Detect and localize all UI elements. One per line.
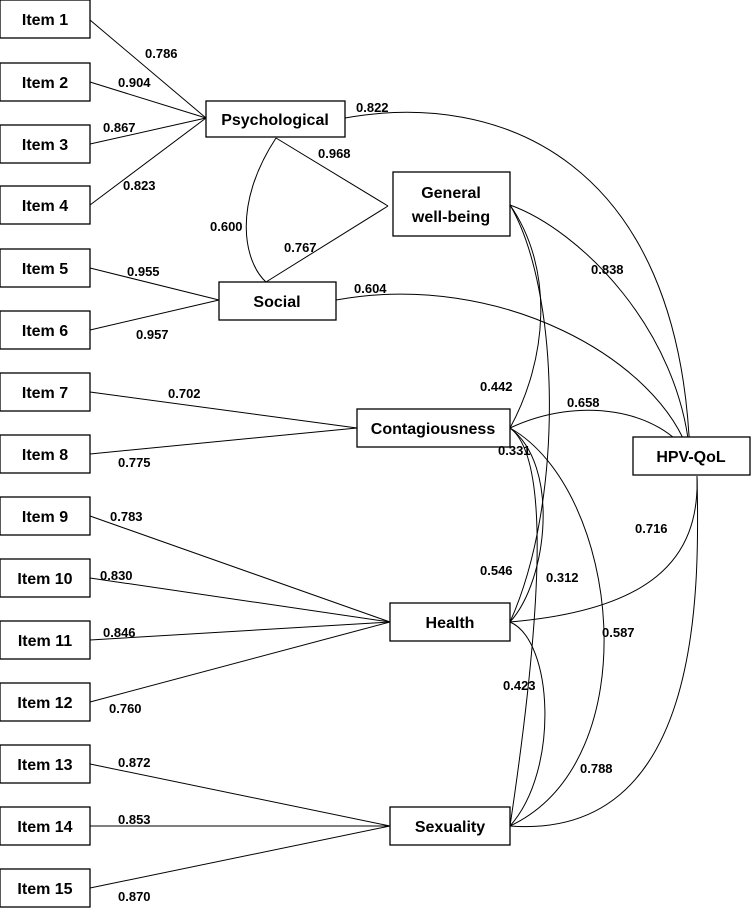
item-box: Item 11 [0, 620, 91, 660]
item-label: Item 6 [22, 323, 68, 340]
item-box: Item 6 [0, 310, 91, 350]
factor-coefficient-labels: 0.822 0.968 0.600 0.767 0.838 0.604 0.44… [210, 100, 668, 776]
loading-general-wellbeing: 0.838 [591, 262, 624, 277]
item-label: Item 1 [22, 12, 68, 29]
factor-boxes: Psychological General well-being Social … [205, 100, 751, 846]
loading-social: 0.604 [354, 281, 387, 296]
psychological-label: Psychological [221, 112, 329, 129]
loading-item-2: 0.904 [118, 75, 151, 90]
item-label: Item 12 [17, 695, 72, 712]
loading-item-14: 0.853 [118, 812, 151, 827]
item-box: Item 14 [0, 806, 91, 846]
general-wellbeing-label-line2: well-being [411, 209, 490, 226]
item-label: Item 14 [17, 819, 72, 836]
contagiousness-factor: Contagiousness [356, 408, 511, 448]
item-box: Item 9 [0, 496, 91, 536]
social-label: Social [253, 294, 300, 311]
loading-item-1: 0.786 [145, 46, 178, 61]
general-wellbeing-factor: General well-being [392, 171, 511, 237]
corr-general-health: 0.546 [480, 563, 513, 578]
item-box: Item 1 [0, 0, 91, 39]
loading-item-7: 0.702 [168, 386, 201, 401]
loading-health: 0.716 [635, 521, 668, 536]
item-box: Item 4 [0, 185, 91, 225]
item-label: Item 3 [22, 137, 68, 154]
psychological-factor: Psychological [205, 100, 346, 138]
social-factor: Social [218, 281, 337, 321]
item-label: Item 5 [22, 261, 68, 278]
item-label: Item 15 [17, 881, 72, 898]
hpv-qol-label: HPV-QoL [656, 449, 726, 466]
health-label: Health [426, 615, 475, 632]
contagiousness-label: Contagiousness [371, 421, 496, 438]
item-edges [89, 19, 391, 889]
loading-item-11: 0.846 [103, 625, 136, 640]
item-loading-labels: 0.786 0.904 0.867 0.823 0.955 0.957 0.70… [100, 46, 201, 904]
item-box: Item 2 [0, 62, 91, 102]
item-label: Item 4 [22, 198, 68, 215]
loading-item-8: 0.775 [118, 455, 151, 470]
corr-contagiousness-sexuality-outer: 0.587 [602, 625, 635, 640]
loading-item-5: 0.955 [127, 264, 160, 279]
item-box: Item 3 [0, 124, 91, 164]
loading-item-9: 0.783 [110, 509, 143, 524]
item-label: Item 2 [22, 75, 68, 92]
item-label: Item 11 [18, 633, 72, 650]
item-box: Item 15 [0, 868, 91, 908]
item-label: Item 8 [22, 447, 68, 464]
sexuality-factor: Sexuality [389, 806, 511, 846]
item-label: Item 7 [22, 385, 68, 402]
sexuality-label: Sexuality [415, 819, 485, 836]
loading-item-4: 0.823 [123, 178, 156, 193]
corr-health-sexuality: 0.423 [503, 678, 536, 693]
health-factor: Health [389, 602, 511, 642]
item-label: Item 10 [17, 571, 72, 588]
loading-psychological: 0.822 [356, 100, 389, 115]
loading-item-12: 0.760 [109, 701, 142, 716]
item-boxes: Item 1 Item 2 Item 3 Item 4 Item 5 Item … [0, 0, 91, 908]
hpv-qol-factor: HPV-QoL [632, 436, 751, 476]
item-label: Item 13 [17, 757, 72, 774]
item-box: Item 10 [0, 558, 91, 598]
item-box: Item 12 [0, 682, 91, 722]
factor-correlation-edges [245, 137, 605, 827]
loading-item-13: 0.872 [118, 755, 151, 770]
corr-general-contagiousness: 0.442 [480, 379, 513, 394]
loading-contagiousness: 0.658 [567, 395, 600, 410]
item-box: Item 5 [0, 248, 91, 288]
corr-psych-general: 0.968 [318, 146, 351, 161]
general-wellbeing-label-line1: General [421, 185, 481, 202]
item-box: Item 13 [0, 744, 91, 784]
item-box: Item 7 [0, 372, 91, 412]
loading-item-6: 0.957 [136, 327, 169, 342]
loading-sexuality: 0.788 [580, 761, 613, 776]
corr-contagiousness-sexuality: 0.312 [546, 570, 579, 585]
loading-item-3: 0.867 [103, 120, 136, 135]
loading-item-15: 0.870 [118, 889, 151, 904]
item-box: Item 8 [0, 434, 91, 474]
loading-item-10: 0.830 [100, 568, 133, 583]
corr-social-general: 0.767 [284, 240, 317, 255]
corr-psych-social: 0.600 [210, 219, 243, 234]
item-label: Item 9 [22, 509, 68, 526]
second-order-edges [335, 111, 699, 827]
corr-contagiousness-health: 0.331 [498, 443, 531, 458]
